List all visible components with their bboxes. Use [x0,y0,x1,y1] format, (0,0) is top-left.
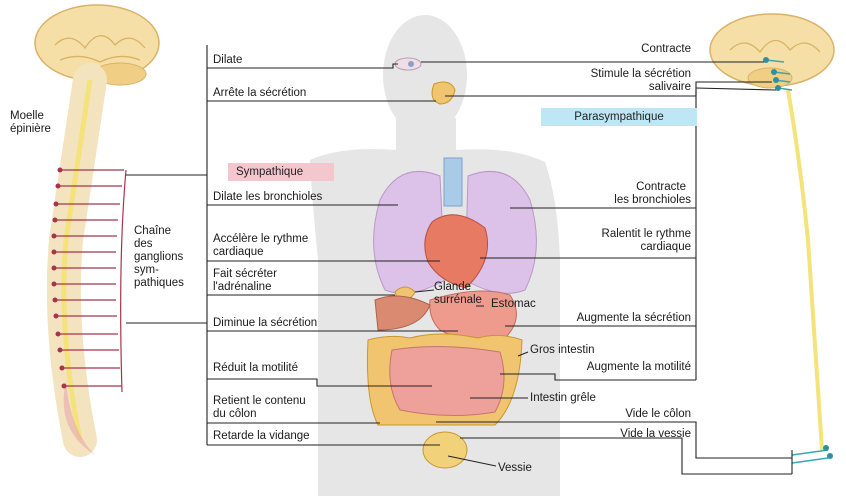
ganglion-chain-label-2: des [134,238,153,251]
ganglion-chain-label-3: ganglions [134,251,183,264]
para-eye-label: Contracte [641,43,691,56]
parasympathetic-tag: Parasympathique [541,108,697,126]
spinal-cord-label-2: épinière [10,123,51,136]
para-salivary-label-2: salivaire [649,81,691,94]
small-intestine [390,346,504,415]
para-heart-label-1: Ralentit le rythme [602,228,691,241]
bladder-label: Vessie [498,462,532,475]
para-heart-label-2: cardiaque [640,241,691,254]
sym-stomach-label: Diminue la sécrétion [213,317,317,330]
stomach-label: Estomac [491,298,536,311]
ganglion-chain-label-5: pathiques [134,277,184,290]
eye [395,58,421,70]
right-spinal-cord [788,90,822,450]
sym-intestine-label: Réduit la motilité [213,362,298,375]
sym-heart-label-2: cardiaque [213,246,264,259]
para-bladder-label: Vide la vessie [620,428,691,441]
para-bronchi-label-1: Contracte [636,181,686,194]
sym-adrenal-label-1: Fait sécréter [213,268,277,281]
sym-salivary-label: Arrête la sécrétion [213,87,306,100]
adrenal-gland-label-2: surrénale [434,294,482,307]
ganglion-chain-label-1: Chaîne [134,225,171,238]
para-intestine-label: Augmente la motilité [587,361,691,374]
right-brain [710,14,834,88]
parasympathetic-nucleus [773,77,779,83]
sacral-nucleus [823,445,829,451]
sym-colon-label-1: Retient le contenu [213,395,306,408]
sym-heart-label-1: Accélère le rythme [213,233,308,246]
trachea [444,158,462,206]
sacral-nucleus [827,453,833,459]
parasympathetic-nucleus [771,69,777,75]
sym-bronchi-label: Dilate les bronchioles [213,191,322,204]
para-salivary-label-1: Stimule la sécrétion [591,68,691,81]
sym-adrenal-label-2: l'adrénaline [213,281,271,294]
sym-colon-label-2: du côlon [213,408,256,421]
small-intestine-label: Intestin grêle [530,392,596,405]
para-bronchi-label-2: les bronchioles [614,194,691,207]
sympathetic-tag: Sympathique [228,163,334,181]
bladder [423,432,467,468]
adrenal-gland-label-1: Glande [434,281,471,294]
para-colon-label: Vide le côlon [625,408,691,421]
sym-eye-label: Dilate [213,54,242,67]
sym-bladder-label: Retarde la vidange [213,430,310,443]
ganglion-chain-label-4: sym- [134,264,159,277]
para-stomach-label: Augmente la sécrétion [577,312,691,325]
large-intestine-label: Gros intestin [530,344,595,357]
spinal-cord-label-1: Moelle [10,110,44,123]
